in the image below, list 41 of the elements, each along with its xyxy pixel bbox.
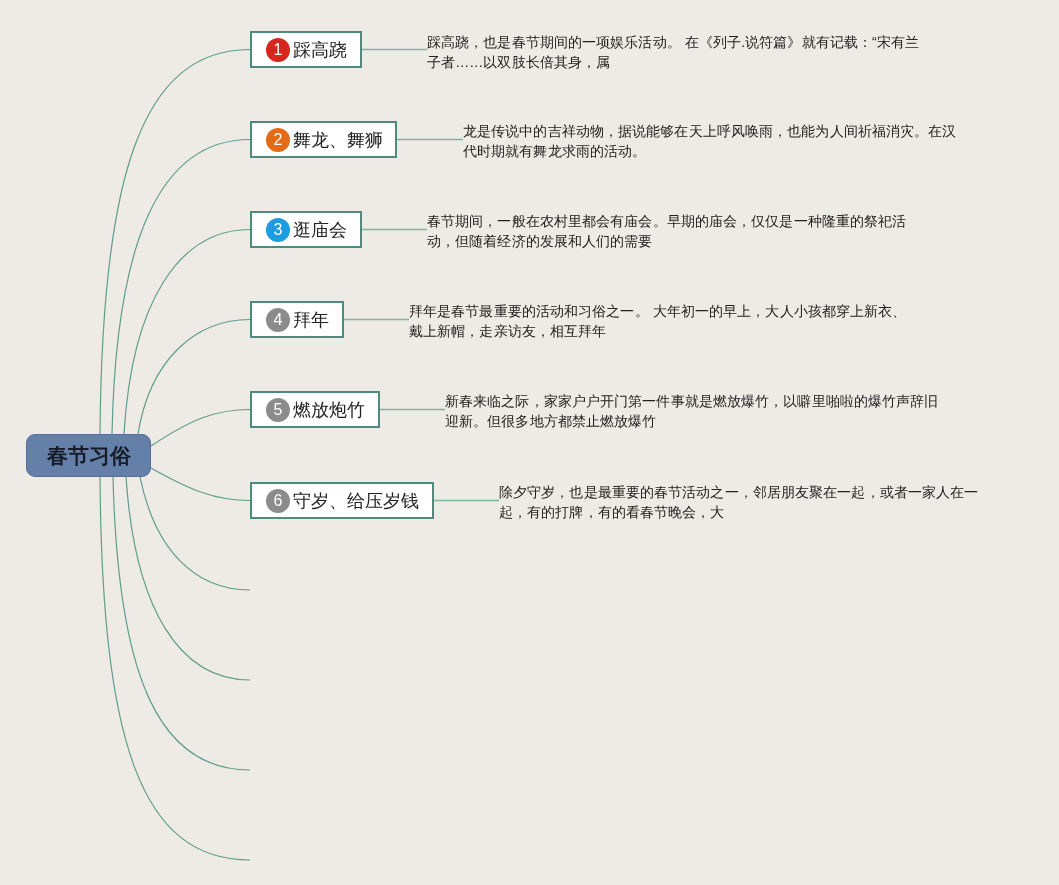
branch-line bbox=[111, 138, 251, 435]
number-badge: 6 bbox=[266, 488, 290, 513]
branch-line bbox=[137, 318, 251, 435]
topic-box bbox=[250, 391, 380, 428]
number-badge: 3 bbox=[266, 217, 290, 242]
topic-label: 拜年 bbox=[293, 308, 329, 332]
note-text: 龙是传说中的吉祥动物，据说能够在天上呼风唤雨，也能为人间祈福消灾。在汉代时期就有舞龙求雨的活动。 bbox=[463, 121, 963, 161]
topic-box bbox=[250, 31, 362, 68]
topic-label: 舞龙、舞狮 bbox=[293, 128, 383, 152]
note-text: 新春来临之际，家家户户开门第一件事就是燃放爆竹，以噼里啪啦的爆竹声辞旧迎新。但很多地方都禁止燃放爆竹 bbox=[445, 391, 942, 431]
root-box: 春节习俗 bbox=[26, 434, 151, 477]
number-badge: 2 bbox=[266, 127, 290, 152]
topic-label: 踩高跷 bbox=[293, 38, 347, 62]
connector-line bbox=[396, 138, 464, 141]
topic-box bbox=[250, 482, 434, 519]
connector-line bbox=[433, 499, 500, 502]
topic-box bbox=[250, 301, 344, 338]
connector-line bbox=[379, 408, 446, 411]
note-text: 拜年是春节最重要的活动和习俗之一。 大年初一的早上，大人小孩都穿上新衣、戴上新帽，走亲访友，相互拜年 bbox=[409, 301, 912, 341]
number-badge: 5 bbox=[266, 397, 290, 422]
connector-line bbox=[361, 228, 428, 231]
branch-line bbox=[150, 467, 251, 502]
branch-line bbox=[123, 228, 251, 435]
number-badge: 4 bbox=[266, 307, 290, 332]
topic-label: 燃放炮竹 bbox=[293, 398, 365, 422]
branch-line bbox=[112, 476, 251, 771]
topic-box bbox=[250, 211, 362, 248]
topic-box bbox=[250, 121, 397, 158]
note-text: 除夕守岁，也是最重要的春节活动之一，邻居朋友聚在一起，或者一家人在一起，有的打牌，有的看春节晚会，大 bbox=[499, 482, 985, 522]
connector-line bbox=[361, 48, 428, 51]
note-text: 春节期间，一般在农村里都会有庙会。早期的庙会，仅仅是一种隆重的祭祀活动，但随着经济的发展和人们的需要 bbox=[427, 211, 927, 251]
connector-line bbox=[343, 318, 410, 321]
branch-line bbox=[99, 476, 251, 861]
topic-label: 守岁、给压岁钱 bbox=[293, 489, 419, 513]
number-badge: 1 bbox=[266, 37, 290, 62]
topic-label: 逛庙会 bbox=[293, 218, 347, 242]
note-text: 踩高跷，也是春节期间的一项娱乐活动。 在《列子.说符篇》就有记载：“宋有兰子者……以双肢长倍其身，属 bbox=[427, 32, 924, 72]
branch-line bbox=[99, 48, 251, 435]
branch-line bbox=[139, 476, 251, 591]
branch-line bbox=[150, 408, 251, 447]
branch-line bbox=[125, 476, 251, 681]
